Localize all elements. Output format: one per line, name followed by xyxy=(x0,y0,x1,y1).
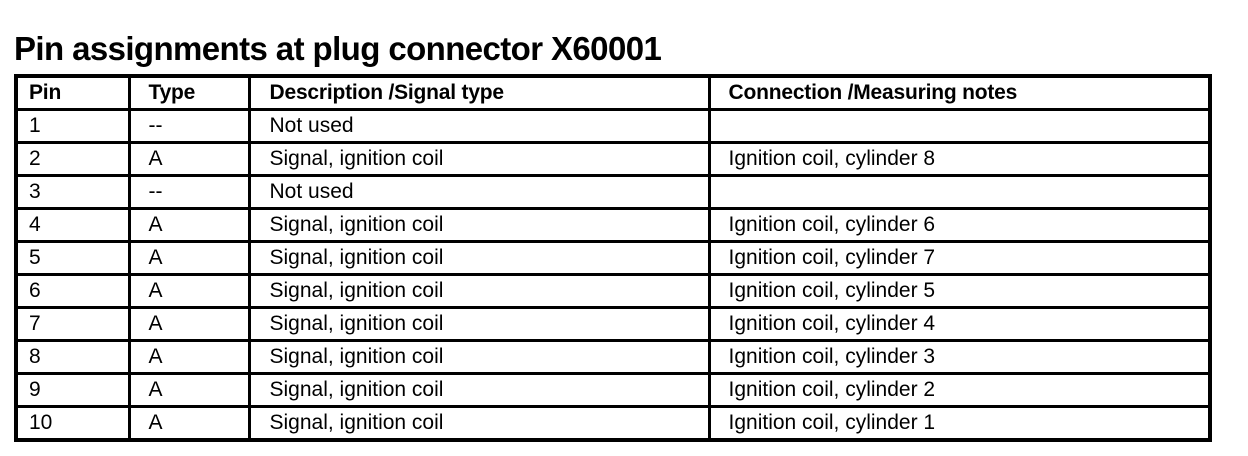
table-row: 10 A Signal, ignition coil Ignition coil… xyxy=(14,405,1212,442)
cell-pin: 8 xyxy=(14,339,131,375)
cell-description: Signal, ignition coil xyxy=(247,306,711,342)
cell-connection: Ignition coil, cylinder 1 xyxy=(707,405,1212,442)
page-title: Pin assignments at plug connector X60001 xyxy=(14,30,662,68)
cell-type: -- xyxy=(127,174,251,210)
cell-description: Signal, ignition coil xyxy=(247,240,711,276)
cell-connection xyxy=(707,174,1212,210)
pin-assignment-table: Pin Type Description /Signal type Connec… xyxy=(14,74,1212,442)
cell-pin: 3 xyxy=(14,174,131,210)
table-row: 4 A Signal, ignition coil Ignition coil,… xyxy=(14,207,1212,243)
cell-description: Signal, ignition coil xyxy=(247,141,711,177)
cell-type: A xyxy=(127,372,251,408)
cell-connection: Ignition coil, cylinder 4 xyxy=(707,306,1212,342)
column-header-connection: Connection /Measuring notes xyxy=(707,74,1212,111)
cell-description: Not used xyxy=(247,174,711,210)
cell-connection: Ignition coil, cylinder 3 xyxy=(707,339,1212,375)
table-row: 1 -- Not used xyxy=(14,108,1212,144)
table-row: 8 A Signal, ignition coil Ignition coil,… xyxy=(14,339,1212,375)
cell-connection: Ignition coil, cylinder 6 xyxy=(707,207,1212,243)
cell-type: A xyxy=(127,339,251,375)
cell-connection: Ignition coil, cylinder 8 xyxy=(707,141,1212,177)
cell-connection: Ignition coil, cylinder 5 xyxy=(707,273,1212,309)
cell-pin: 1 xyxy=(14,108,131,144)
table-row: 3 -- Not used xyxy=(14,174,1212,210)
cell-pin: 5 xyxy=(14,240,131,276)
table-row: 2 A Signal, ignition coil Ignition coil,… xyxy=(14,141,1212,177)
cell-type: -- xyxy=(127,108,251,144)
cell-type: A xyxy=(127,405,251,442)
cell-type: A xyxy=(127,141,251,177)
column-header-type: Type xyxy=(127,74,251,111)
cell-pin: 7 xyxy=(14,306,131,342)
table-row: 5 A Signal, ignition coil Ignition coil,… xyxy=(14,240,1212,276)
cell-pin: 10 xyxy=(14,405,131,442)
table-header-row: Pin Type Description /Signal type Connec… xyxy=(14,74,1212,111)
cell-connection xyxy=(707,108,1212,144)
cell-type: A xyxy=(127,306,251,342)
table-row: 6 A Signal, ignition coil Ignition coil,… xyxy=(14,273,1212,309)
cell-pin: 2 xyxy=(14,141,131,177)
cell-pin: 9 xyxy=(14,372,131,408)
cell-type: A xyxy=(127,240,251,276)
cell-description: Signal, ignition coil xyxy=(247,405,711,442)
cell-description: Signal, ignition coil xyxy=(247,273,711,309)
column-header-pin: Pin xyxy=(14,74,131,111)
table-header: Pin Type Description /Signal type Connec… xyxy=(14,74,1212,111)
cell-type: A xyxy=(127,207,251,243)
table-row: 9 A Signal, ignition coil Ignition coil,… xyxy=(14,372,1212,408)
cell-type: A xyxy=(127,273,251,309)
column-header-description: Description /Signal type xyxy=(247,74,711,111)
cell-description: Not used xyxy=(247,108,711,144)
cell-description: Signal, ignition coil xyxy=(247,207,711,243)
cell-description: Signal, ignition coil xyxy=(247,372,711,408)
cell-connection: Ignition coil, cylinder 7 xyxy=(707,240,1212,276)
cell-pin: 6 xyxy=(14,273,131,309)
cell-pin: 4 xyxy=(14,207,131,243)
table-row: 7 A Signal, ignition coil Ignition coil,… xyxy=(14,306,1212,342)
table-body: 1 -- Not used 2 A Signal, ignition coil … xyxy=(14,108,1212,442)
cell-description: Signal, ignition coil xyxy=(247,339,711,375)
cell-connection: Ignition coil, cylinder 2 xyxy=(707,372,1212,408)
